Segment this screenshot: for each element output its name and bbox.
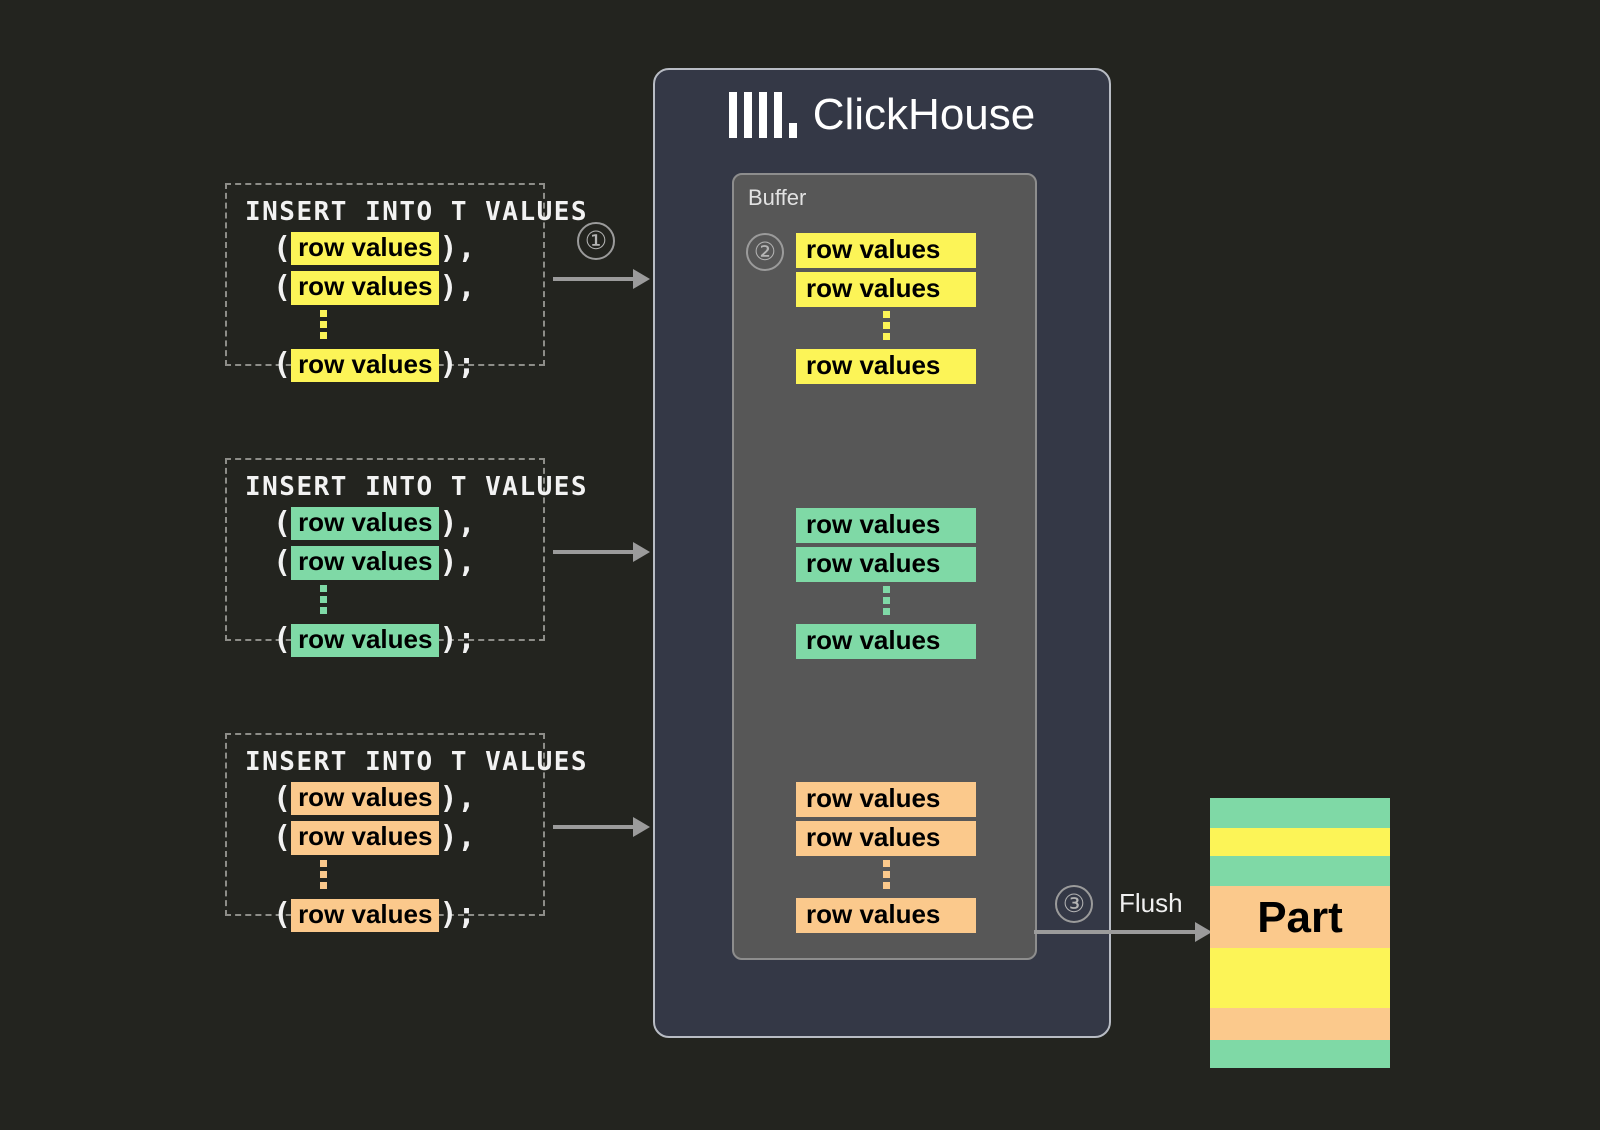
- part-stripe-orange: [1210, 1008, 1390, 1040]
- flush-label: Flush: [1119, 888, 1183, 918]
- clickhouse-logo-icon: [728, 92, 797, 138]
- arrow-head: [633, 269, 650, 289]
- arrow-head: [633, 542, 650, 562]
- buffer-row: row values: [796, 821, 976, 857]
- insert-header-green: INSERT INTO T VALUES: [245, 472, 589, 502]
- row-values-chip: row values: [291, 782, 440, 816]
- buffer-box: Buffer row values row values row values …: [732, 173, 1037, 960]
- row-values-chip: row values: [291, 821, 440, 855]
- arrow-insert-2: [553, 542, 650, 562]
- arrow-shaft: [1034, 930, 1197, 934]
- paren-close: );: [439, 622, 476, 658]
- insert-row-1: ( row values ),: [273, 505, 531, 541]
- buffer-group-green: row values row values row values: [796, 508, 976, 663]
- row-values-chip: row values: [291, 507, 440, 541]
- arrow-head: [633, 817, 650, 837]
- row-values-chip: row values: [291, 232, 440, 266]
- paren-open: (: [273, 544, 292, 580]
- insert-row-1: ( row values ),: [273, 780, 531, 816]
- part-block: Part: [1210, 798, 1390, 1068]
- insert-row-2: ( row values ),: [273, 544, 531, 580]
- row-values-chip: row values: [291, 623, 440, 657]
- paren-open: (: [273, 819, 292, 855]
- insert-header-yellow: INSERT INTO T VALUES: [245, 197, 589, 227]
- arrow-insert-3: [553, 817, 650, 837]
- buffer-row: row values: [796, 898, 976, 934]
- part-stripe-green: [1210, 798, 1390, 828]
- clickhouse-panel: ClickHouse Buffer row values row values …: [653, 68, 1111, 1038]
- buffer-label: Buffer: [748, 185, 807, 210]
- paren-open: (: [273, 230, 292, 266]
- part-stripe-green: [1210, 1040, 1390, 1068]
- vertical-ellipsis-icon: [796, 586, 976, 619]
- paren-close: ),: [439, 819, 476, 855]
- row-values-chip: row values: [291, 348, 440, 382]
- buffer-row: row values: [796, 624, 976, 660]
- arrow-insert-1: [553, 269, 650, 289]
- vertical-ellipsis-icon: [796, 311, 976, 344]
- vertical-ellipsis-icon: [273, 309, 373, 343]
- paren-open: (: [273, 897, 292, 933]
- insert-row-3: ( row values );: [273, 347, 531, 383]
- part-stripe-green: [1210, 856, 1390, 886]
- arrow-shaft: [553, 277, 635, 281]
- paren-close: ),: [439, 269, 476, 305]
- paren-close: );: [439, 897, 476, 933]
- row-values-chip: row values: [291, 898, 440, 932]
- row-values-chip: row values: [291, 546, 440, 580]
- step-number-3: ③: [1055, 885, 1093, 923]
- part-stripe-yellow: [1210, 828, 1390, 856]
- arrow-head: [1195, 922, 1212, 942]
- clickhouse-brand: ClickHouse: [655, 92, 1109, 138]
- insert-row-3: ( row values );: [273, 897, 531, 933]
- clickhouse-title: ClickHouse: [812, 90, 1036, 139]
- buffer-group-orange: row values row values row values: [796, 782, 976, 937]
- insert-row-1: ( row values ),: [273, 230, 531, 266]
- buffer-row: row values: [796, 508, 976, 544]
- arrow-flush: [1034, 922, 1214, 942]
- paren-open: (: [273, 622, 292, 658]
- part-stripe-yellow: [1210, 948, 1390, 1008]
- paren-close: ),: [439, 544, 476, 580]
- paren-close: );: [439, 347, 476, 383]
- vertical-ellipsis-icon: [796, 860, 976, 893]
- paren-close: ),: [439, 780, 476, 816]
- row-values-chip: row values: [291, 271, 440, 305]
- paren-open: (: [273, 269, 292, 305]
- insert-row-2: ( row values ),: [273, 819, 531, 855]
- paren-open: (: [273, 505, 292, 541]
- part-stripe-orange: Part: [1210, 886, 1390, 948]
- insert-statement-box-green: INSERT INTO T VALUES ( row values ), ( r…: [225, 458, 589, 657]
- vertical-ellipsis-icon: [273, 584, 373, 618]
- paren-open: (: [273, 347, 292, 383]
- insert-header-orange: INSERT INTO T VALUES: [245, 747, 589, 777]
- step-number-2: ②: [746, 233, 784, 271]
- buffer-row: row values: [796, 349, 976, 385]
- buffer-row: row values: [796, 782, 976, 818]
- buffer-row: row values: [796, 233, 976, 269]
- step-number-1: ①: [577, 222, 615, 260]
- insert-row-2: ( row values ),: [273, 269, 531, 305]
- arrow-shaft: [553, 825, 635, 829]
- paren-open: (: [273, 780, 292, 816]
- buffer-row: row values: [796, 547, 976, 583]
- insert-statement-box-yellow: INSERT INTO T VALUES ( row values ), ( r…: [225, 183, 589, 382]
- paren-close: ),: [439, 230, 476, 266]
- part-label: Part: [1257, 893, 1343, 942]
- insert-statement-box-orange: INSERT INTO T VALUES ( row values ), ( r…: [225, 733, 589, 932]
- arrow-shaft: [553, 550, 635, 554]
- buffer-group-yellow: row values row values row values: [796, 233, 976, 388]
- buffer-row: row values: [796, 272, 976, 308]
- insert-row-3: ( row values );: [273, 622, 531, 658]
- vertical-ellipsis-icon: [273, 859, 373, 893]
- paren-close: ),: [439, 505, 476, 541]
